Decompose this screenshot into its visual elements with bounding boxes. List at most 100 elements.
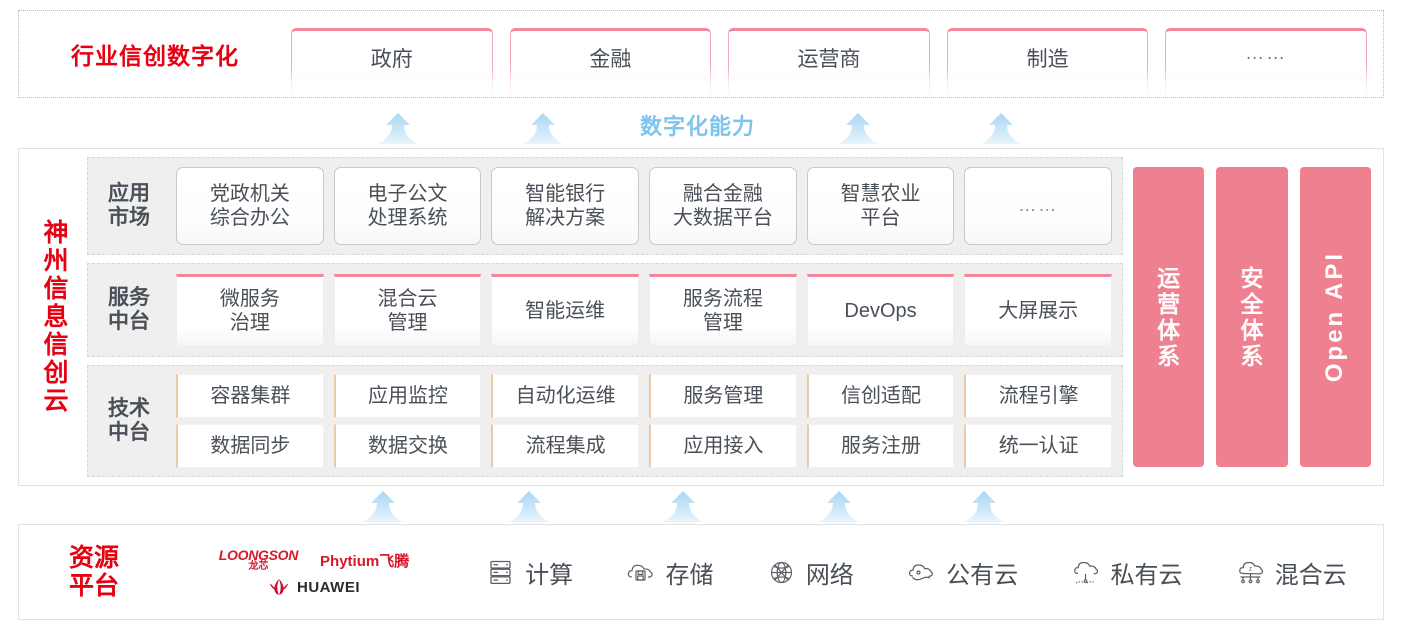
tech-card-data-sync[interactable]: 数据同步 [176, 424, 324, 468]
tier-technology-platform: 技术 中台 容器集群 应用监控 自动化运维 服务管理 信创适配 流程引擎 数据同… [87, 365, 1123, 477]
resource-item-label: 存储 [665, 561, 714, 589]
resource-item-network[interactable]: 网络 [766, 555, 854, 590]
industry-card-government[interactable]: 政府 [291, 28, 493, 98]
tech-card-container-cluster[interactable]: 容器集群 [176, 374, 324, 418]
up-arrow-icon [370, 112, 426, 146]
huawei-mark-icon [268, 578, 290, 596]
industry-band-title: 行业信创数字化 [71, 43, 239, 69]
huawei-logo: HUAWEI [268, 578, 360, 596]
hybrid-cloud-icon: z [1235, 557, 1266, 588]
platform-title: 神 州 信 息 信 创 云 [25, 157, 87, 477]
network-globe-icon [766, 557, 797, 588]
pillar-open-api[interactable]: Open API [1299, 167, 1371, 467]
up-arrow-icon [501, 490, 557, 524]
loongson-logo: LOONGSON 龙芯 [218, 547, 299, 572]
resource-item-label: 计算 [525, 561, 574, 589]
platform-title-char: 息 [43, 303, 69, 331]
digital-capability-row: 数字化能力 [18, 104, 1384, 146]
platform-tier-stack: 应用 市场 党政机关 综合办公 电子公文 处理系统 智能银行 解决方案 融合金融… [87, 157, 1123, 477]
pillar-operations-system[interactable]: 运 营 体 系 [1133, 167, 1205, 467]
app-card-smart-bank[interactable]: 智能银行 解决方案 [491, 166, 640, 245]
tier-service-platform: 服务 中台 微服务 治理 混合云 管理 智能运维 服务流程 管理 DevOps … [87, 262, 1123, 357]
tech-card-xinchuang-adaptation[interactable]: 信创适配 [806, 374, 955, 418]
app-card-smart-agriculture[interactable]: 智慧农业 平台 [806, 166, 955, 245]
server-icon [485, 557, 516, 588]
up-arrow-icon [956, 490, 1012, 524]
tech-card-data-exchange[interactable]: 数据交换 [333, 424, 482, 468]
tech-card-row-2: 数据同步 数据交换 流程集成 应用接入 服务注册 统一认证 [176, 424, 1113, 468]
digital-capability-label: 数字化能力 [640, 114, 756, 139]
tech-card-process-engine[interactable]: 流程引擎 [964, 374, 1113, 418]
resource-item-label: 网络 [805, 561, 854, 589]
service-platform-cards: 微服务 治理 混合云 管理 智能运维 服务流程 管理 DevOps 大屏展示 [176, 272, 1113, 348]
svc-card-hybrid-cloud-mgmt[interactable]: 混合云 管理 [333, 273, 482, 346]
industry-card-telecom[interactable]: 运营商 [728, 28, 930, 98]
platform-title-char: 州 [43, 247, 69, 275]
resource-item-label: 混合云 [1274, 561, 1347, 589]
public-cloud-icon [906, 557, 937, 588]
up-arrow-icon [973, 112, 1029, 146]
industry-card-finance[interactable]: 金融 [509, 28, 712, 98]
up-arrow-icon [515, 112, 571, 146]
platform-title-char: 神 [43, 219, 69, 247]
vendor-row-bottom: HUAWEI [268, 578, 360, 596]
svc-card-smart-ops[interactable]: 智能运维 [491, 273, 640, 346]
up-arrow-icon [811, 490, 867, 524]
tier-label-service-platform: 服务 中台 [108, 285, 150, 333]
application-market-cards: 党政机关 综合办公 电子公文 处理系统 智能银行 解决方案 融合金融 大数据平台… [176, 166, 1113, 246]
resource-item-hybrid-cloud[interactable]: z 混合云 [1235, 555, 1347, 590]
up-arrow-icon [655, 490, 711, 524]
resource-item-storage[interactable]: 存储 [625, 555, 713, 590]
app-card-finance-bigdata[interactable]: 融合金融 大数据平台 [649, 166, 797, 245]
pillar-security-label: 安 全 体 系 [1240, 264, 1264, 370]
industry-card-manufacturing[interactable]: 制造 [946, 28, 1149, 98]
industry-card-more[interactable]: …… [1165, 28, 1367, 98]
svc-card-dashboard[interactable]: 大屏展示 [964, 273, 1113, 346]
industry-card-list: 政府 金融 运营商 制造 …… [291, 10, 1383, 98]
app-card-gov-office[interactable]: 党政机关 综合办公 [176, 166, 324, 245]
svc-card-microservice-governance[interactable]: 微服务 治理 [176, 273, 324, 346]
svg-text:z: z [1249, 565, 1252, 572]
resource-support-arrows [18, 488, 1384, 524]
resource-items: 计算 存储 [459, 555, 1383, 590]
private-cloud-icon [1070, 557, 1101, 588]
platform-title-char: 创 [43, 359, 69, 387]
phytium-logo: Phytium飞腾 [320, 552, 410, 570]
platform-title-char: 云 [43, 387, 69, 415]
tier-label-application-market: 应用 市场 [108, 181, 150, 229]
svc-card-devops[interactable]: DevOps [806, 273, 955, 346]
tech-card-unified-auth[interactable]: 统一认证 [964, 424, 1113, 468]
tier-label-technology-platform: 技术 中台 [108, 396, 150, 444]
svc-card-service-process-mgmt[interactable]: 服务流程 管理 [649, 273, 797, 346]
vendor-row-top: LOONGSON 龙芯 Phytium飞腾 [219, 548, 409, 572]
vendor-logos: LOONGSON 龙芯 Phytium飞腾 HUAWEI [169, 548, 459, 596]
tech-card-service-registry[interactable]: 服务注册 [806, 424, 955, 468]
tech-card-app-access[interactable]: 应用接入 [649, 424, 797, 468]
tech-card-process-integration[interactable]: 流程集成 [491, 424, 640, 468]
resource-item-label: 私有云 [1110, 561, 1183, 589]
resource-item-compute[interactable]: 计算 [485, 555, 573, 590]
resource-platform-box: 资源 平台 LOONGSON 龙芯 Phytium飞腾 HUAWEI [18, 524, 1384, 620]
pillar-operations-label: 运 营 体 系 [1157, 264, 1181, 370]
tech-card-automated-ops[interactable]: 自动化运维 [491, 374, 640, 418]
resource-item-label: 公有云 [946, 561, 1019, 589]
platform-box: 神 州 信 息 信 创 云 应用 市场 党政机关 综合办公 电子公文 处理系统 … [18, 148, 1384, 486]
tier-application-market: 应用 市场 党政机关 综合办公 电子公文 处理系统 智能银行 解决方案 融合金融… [87, 157, 1123, 255]
platform-title-char: 信 [43, 275, 69, 303]
app-card-more[interactable]: …… [964, 166, 1113, 245]
resource-item-public-cloud[interactable]: 公有云 [906, 555, 1018, 590]
tech-card-service-mgmt[interactable]: 服务管理 [649, 374, 797, 418]
industry-band: 行业信创数字化 政府 金融 运营商 制造 …… [18, 10, 1384, 98]
pillar-open-api-label: Open API [1321, 251, 1349, 383]
platform-title-char: 信 [43, 331, 69, 359]
up-arrow-icon [830, 112, 886, 146]
tech-card-app-monitoring[interactable]: 应用监控 [333, 374, 482, 418]
pillar-security-system[interactable]: 安 全 体 系 [1216, 167, 1288, 467]
platform-pillars: 运 营 体 系 安 全 体 系 Open API [1123, 157, 1373, 477]
resource-item-private-cloud[interactable]: 私有云 [1070, 555, 1182, 590]
cloud-storage-icon [625, 557, 656, 588]
app-card-edoc-system[interactable]: 电子公文 处理系统 [333, 166, 482, 245]
technology-platform-cards: 容器集群 应用监控 自动化运维 服务管理 信创适配 流程引擎 数据同步 数据交换… [176, 374, 1113, 468]
resource-platform-title: 资源 平台 [68, 543, 119, 601]
